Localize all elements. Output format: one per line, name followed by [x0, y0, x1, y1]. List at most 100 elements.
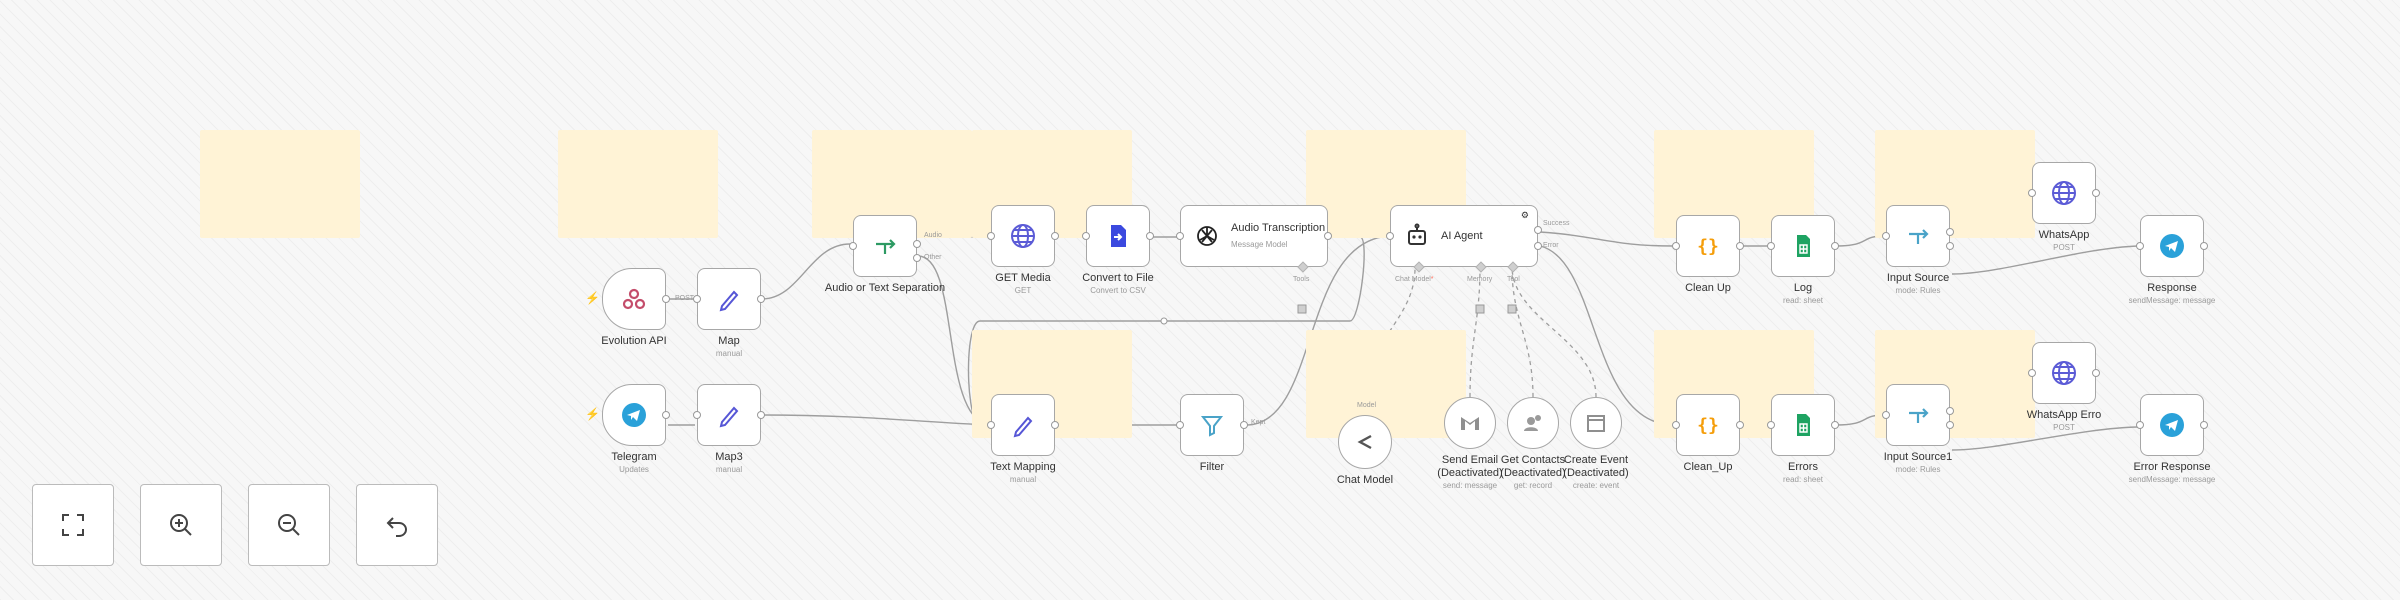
node-title: Evolution API — [601, 335, 667, 347]
node-title-text: Audio Transcription — [1231, 221, 1326, 234]
zoom-in-button[interactable] — [140, 484, 222, 566]
output-port[interactable] — [2092, 369, 2100, 377]
node-subtitle: manual — [715, 349, 743, 358]
fit-view-button[interactable] — [32, 484, 114, 566]
node-subtitle: Updates — [619, 465, 649, 474]
output-port-audio[interactable] — [913, 240, 921, 248]
output-port-2[interactable] — [1946, 421, 1954, 429]
output-port[interactable] — [1051, 421, 1059, 429]
node-title: Input Source — [1886, 272, 1950, 284]
input-port[interactable] — [2136, 242, 2144, 250]
send-email-node[interactable]: Send Email (Deactivated) send: message — [1437, 397, 1503, 490]
whatsapp-error-node[interactable]: WhatsApp Erro POST — [2027, 342, 2101, 432]
output-port[interactable] — [1831, 421, 1839, 429]
node-label: Error Response sendMessage: message — [2129, 461, 2216, 485]
chat-model-node[interactable]: Model Chat Model — [1337, 402, 1393, 486]
clean-up-node[interactable]: {} Clean Up — [1672, 215, 1744, 294]
output-port-1[interactable] — [1946, 407, 1954, 415]
node-label: Telegram Updates — [611, 451, 656, 475]
input-source-1-node[interactable]: Input Source1 mode: Rules — [1882, 384, 1954, 474]
telegram-icon — [2158, 232, 2186, 260]
create-event-node[interactable]: Create Event (Deactivated) create: event — [1563, 397, 1629, 490]
output-port-1[interactable] — [1946, 228, 1954, 236]
output-port[interactable] — [662, 411, 670, 419]
output-port[interactable] — [2200, 421, 2208, 429]
input-port[interactable] — [1176, 421, 1184, 429]
map-node[interactable]: Map manual — [693, 268, 765, 358]
node-subtitle: sendMessage: message — [2128, 296, 2216, 305]
sticky-note[interactable] — [558, 130, 718, 238]
input-port[interactable] — [1882, 411, 1890, 419]
sticky-note[interactable] — [1306, 330, 1466, 438]
input-port[interactable] — [987, 232, 995, 240]
node-title: Text Mapping — [990, 461, 1056, 473]
sticky-note[interactable] — [200, 130, 360, 238]
input-port[interactable] — [693, 411, 701, 419]
node-label: Convert to File Convert to CSV — [1082, 272, 1154, 296]
audio-or-text-separation-node[interactable]: Audio Other Audio or Text Separation — [825, 215, 945, 294]
text-mapping-node[interactable]: Text Mapping manual — [987, 394, 1059, 484]
input-port[interactable] — [2028, 189, 2036, 197]
whatsapp-node[interactable]: WhatsApp POST — [2028, 162, 2100, 252]
node-title: Log — [1793, 282, 1813, 294]
input-port[interactable] — [1672, 242, 1680, 250]
node-label: Map manual — [716, 335, 742, 359]
input-port[interactable] — [849, 242, 857, 250]
output-port[interactable] — [1736, 242, 1744, 250]
output-port-error[interactable] — [1534, 242, 1542, 250]
telegram-trigger-node[interactable]: ⚡ Telegram Updates — [585, 384, 670, 474]
map3-node[interactable]: Map3 manual — [693, 384, 765, 474]
output-port[interactable] — [2092, 189, 2100, 197]
output-port-other[interactable] — [913, 254, 921, 262]
error-response-node[interactable]: Error Response sendMessage: message — [2129, 394, 2215, 484]
output-port[interactable] — [1831, 242, 1839, 250]
chat-model-icon — [1351, 428, 1379, 456]
openai-icon — [1193, 222, 1221, 250]
response-node[interactable]: Response sendMessage: message — [2129, 215, 2215, 305]
input-port[interactable] — [987, 421, 995, 429]
globe-icon — [2050, 179, 2078, 207]
input-port[interactable] — [1767, 242, 1775, 250]
errors-node[interactable]: Errors read: sheet — [1767, 394, 1839, 484]
output-port[interactable] — [1146, 232, 1154, 240]
convert-to-file-node[interactable]: Convert to File Convert to CSV — [1082, 205, 1154, 295]
input-port[interactable] — [1767, 421, 1775, 429]
node-title: Map3 — [715, 451, 743, 463]
input-port[interactable] — [693, 295, 701, 303]
output-port[interactable] — [1736, 421, 1744, 429]
input-port[interactable] — [1176, 232, 1184, 240]
input-port[interactable] — [2136, 421, 2144, 429]
code-braces-icon: {} — [1694, 232, 1722, 260]
zoom-in-icon — [170, 514, 192, 536]
google-sheets-icon — [1789, 411, 1817, 439]
input-port[interactable] — [2028, 369, 2036, 377]
undo-button[interactable] — [356, 484, 438, 566]
output-port[interactable] — [757, 411, 765, 419]
zoom-out-button[interactable] — [248, 484, 330, 566]
output-port[interactable] — [1324, 232, 1332, 240]
port-label: Audio — [924, 232, 942, 239]
filter-node[interactable]: Kept Filter — [1176, 394, 1265, 473]
log-node[interactable]: Log read: sheet — [1767, 215, 1839, 305]
node-label: Send Email (Deactivated) send: message — [1437, 454, 1502, 491]
input-port[interactable] — [1386, 232, 1394, 240]
trigger-bolt-icon: ⚡ — [585, 291, 600, 305]
edge-event-agent — [1511, 267, 1597, 398]
output-port[interactable] — [1240, 421, 1248, 429]
output-port[interactable] — [662, 295, 670, 303]
output-port[interactable] — [757, 295, 765, 303]
clean-up-2-node[interactable]: {} Clean_Up — [1672, 394, 1744, 473]
output-port[interactable] — [2200, 242, 2208, 250]
evolution-api-node[interactable]: ⚡ POST Evolution API — [585, 268, 694, 347]
input-port[interactable] — [1082, 232, 1090, 240]
output-port-success[interactable] — [1534, 226, 1542, 234]
output-port-2[interactable] — [1946, 242, 1954, 250]
input-port[interactable] — [1672, 421, 1680, 429]
input-source-node[interactable]: Input Source mode: Rules — [1882, 205, 1954, 295]
get-media-node[interactable]: GET Media GET — [987, 205, 1059, 295]
output-port[interactable] — [1051, 232, 1059, 240]
input-port[interactable] — [1882, 232, 1890, 240]
ai-agent-node[interactable]: AI Agent ⚙ Success Error Chat Model Memo… — [1386, 205, 1569, 283]
get-contacts-node[interactable]: Get Contacts (Deactivated) get: record — [1500, 397, 1566, 490]
